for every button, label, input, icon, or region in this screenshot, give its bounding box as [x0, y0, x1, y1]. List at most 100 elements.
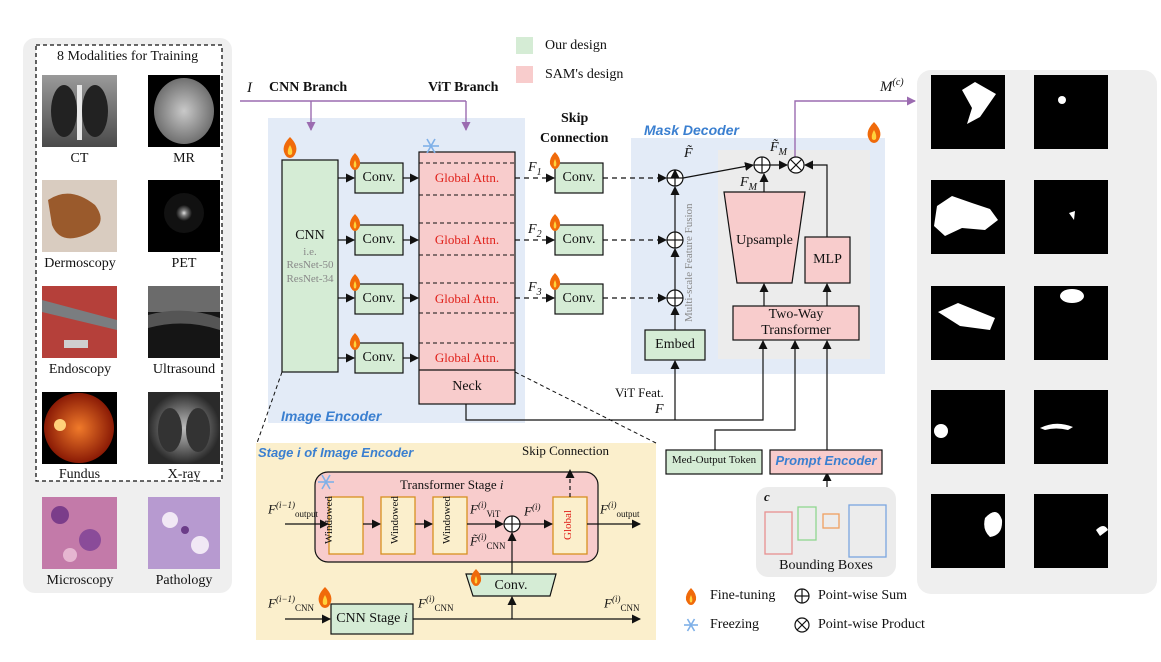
global-attn-label-3: Global Attn.: [434, 291, 500, 306]
fm-tilde-symbol: F̃: [770, 140, 779, 155]
fm-tilde-label: F̃M: [770, 140, 787, 158]
bounding-boxes-label: Bounding Boxes: [779, 558, 873, 573]
conv-box-4: [354, 342, 404, 374]
modality-label-mr: MR: [173, 151, 195, 166]
global-attn-label-2: Global Attn.: [434, 232, 500, 247]
feature-f-label: F: [655, 402, 664, 417]
output-mask-shapes: [934, 82, 1108, 537]
f-output-sub: output: [616, 508, 640, 519]
f-cnn-mid-sub: CNN: [434, 602, 454, 613]
f1-subscript: 1: [536, 166, 542, 178]
f-vit-label: F(i)ViT: [470, 500, 500, 519]
windowed-label-1: Windowed: [323, 496, 335, 544]
f1-symbol: F: [528, 160, 537, 175]
ultrasound-thumbnail: [148, 286, 220, 358]
f-cnn-out-label: F(i)CNN: [604, 594, 639, 613]
mask-decoder-title: Mask Decoder: [644, 122, 739, 138]
prompt-c-label: c: [764, 489, 770, 504]
skip-conv-label-2: Conv.: [562, 232, 596, 247]
embed-label: Embed: [655, 337, 695, 352]
f-cnn-tilde-sub: CNN: [486, 540, 506, 551]
f3-subscript: 3: [536, 286, 542, 298]
f-output-in-sup: (i−1): [275, 500, 296, 510]
feature-f1-label: F1: [528, 160, 542, 178]
conv-label-3: Conv.: [362, 291, 396, 306]
fm-subscript: M: [748, 181, 757, 193]
f-i-sup: (i): [531, 502, 541, 512]
f-cnn-in-sup: (i−1): [275, 594, 296, 604]
stage-conv-block: [465, 573, 557, 597]
fm-label: FM: [740, 175, 757, 193]
f-cnn-mid-sup: (i): [425, 594, 435, 604]
snowflake-icons: [318, 138, 698, 632]
modality-label-endoscopy: Endoscopy: [48, 362, 112, 377]
cnn-stage-index: i: [403, 611, 408, 626]
f-cnn-mid-symbol: F: [418, 595, 426, 611]
f-output-in-symbol: F: [268, 501, 276, 517]
f-cnn-out-sup: (i): [611, 594, 621, 604]
feature-f2-label: F2: [528, 222, 542, 240]
windowed-block-2: [380, 496, 416, 555]
windowed-label-2: Windowed: [389, 496, 401, 544]
f-cnn-out-symbol: F: [604, 595, 612, 611]
skip-conv-2: [554, 224, 604, 256]
cnn-ie-label: i.e.: [303, 246, 317, 258]
global-attn-label-1: Global Attn.: [434, 170, 500, 185]
two-way-label-1: Two-Way: [768, 307, 824, 322]
cnn-stage-label: CNN Stage i: [331, 611, 413, 627]
f-output-sup: (i): [607, 500, 617, 510]
windowed-block-1: [328, 496, 364, 555]
two-way-transformer-block: [732, 305, 860, 341]
embed-block: [644, 329, 706, 361]
vit-dashed-separators: [419, 162, 515, 344]
f-vit-sub: ViT: [486, 508, 501, 519]
cnn-resnet34-label: ResNet-34: [286, 273, 334, 285]
f-output-in-label: F(i−1)output: [268, 500, 318, 519]
skip-conv-label-1: Conv.: [562, 170, 596, 185]
f-cnn-in-label: F(i−1)CNN: [268, 594, 314, 613]
modality-label-ct: CT: [70, 151, 89, 166]
two-way-label-2: Transformer: [761, 323, 831, 338]
output-symbol: M: [880, 79, 893, 95]
f-cnn-tilde-sup: (i): [477, 532, 487, 542]
upsample-block: [723, 191, 806, 284]
cnn-label: CNN: [295, 228, 325, 243]
windowed-label-3: Windowed: [441, 496, 453, 544]
cnn-block: [281, 159, 339, 373]
global-block: [552, 496, 588, 555]
f-cnn-in-sub: CNN: [295, 602, 315, 613]
modality-label-ultrasound: Ultrasound: [152, 362, 216, 377]
cnn-branch-label: CNN Branch: [269, 80, 348, 95]
feature-f3-label: F3: [528, 280, 542, 298]
neck-label: Neck: [452, 379, 482, 394]
stage-skip-label: Skip Connection: [522, 443, 610, 458]
vit-branch-label: ViT Branch: [428, 80, 499, 95]
legend-sam-design: SAM's design: [545, 67, 624, 82]
legend-fine-tuning: Fine-tuning: [710, 588, 776, 603]
global-attn-label-4: Global Attn.: [434, 350, 500, 365]
f-output-symbol: F: [600, 501, 608, 517]
vit-branch-block: [418, 151, 516, 405]
conv-label-1: Conv.: [362, 170, 396, 185]
fm-tilde-subscript: M: [778, 146, 787, 158]
med-output-token-label: Med-Output Token: [671, 454, 757, 466]
skip-conv-label-3: Conv.: [562, 291, 596, 306]
input-label: I: [247, 80, 252, 96]
ct-thumbnail: [42, 75, 117, 147]
upsample-label: Upsample: [736, 233, 793, 248]
windowed-block-3: [432, 496, 468, 555]
legend-our-swatch: [516, 37, 533, 54]
legend-point-sum: Point-wise Sum: [818, 588, 908, 603]
microscopy-thumbnail: [42, 497, 117, 569]
f-cnn-out-sub: CNN: [620, 602, 640, 613]
prompt-encoder-label: Prompt Encoder: [775, 453, 877, 468]
output-mask-label: M(c): [880, 77, 904, 96]
conv-label-4: Conv.: [362, 350, 396, 365]
image-encoder-title: Image Encoder: [281, 408, 382, 424]
f2-subscript: 2: [536, 228, 542, 240]
f-cnn-tilde-label: F̃(i)CNN: [470, 532, 505, 551]
skip-connection-label-1: Skip: [561, 111, 589, 126]
modality-label-dermoscopy: Dermoscopy: [44, 256, 116, 271]
bounding-box-shapes: [764, 504, 887, 558]
transformer-stage-text: Transformer Stage: [400, 477, 497, 492]
